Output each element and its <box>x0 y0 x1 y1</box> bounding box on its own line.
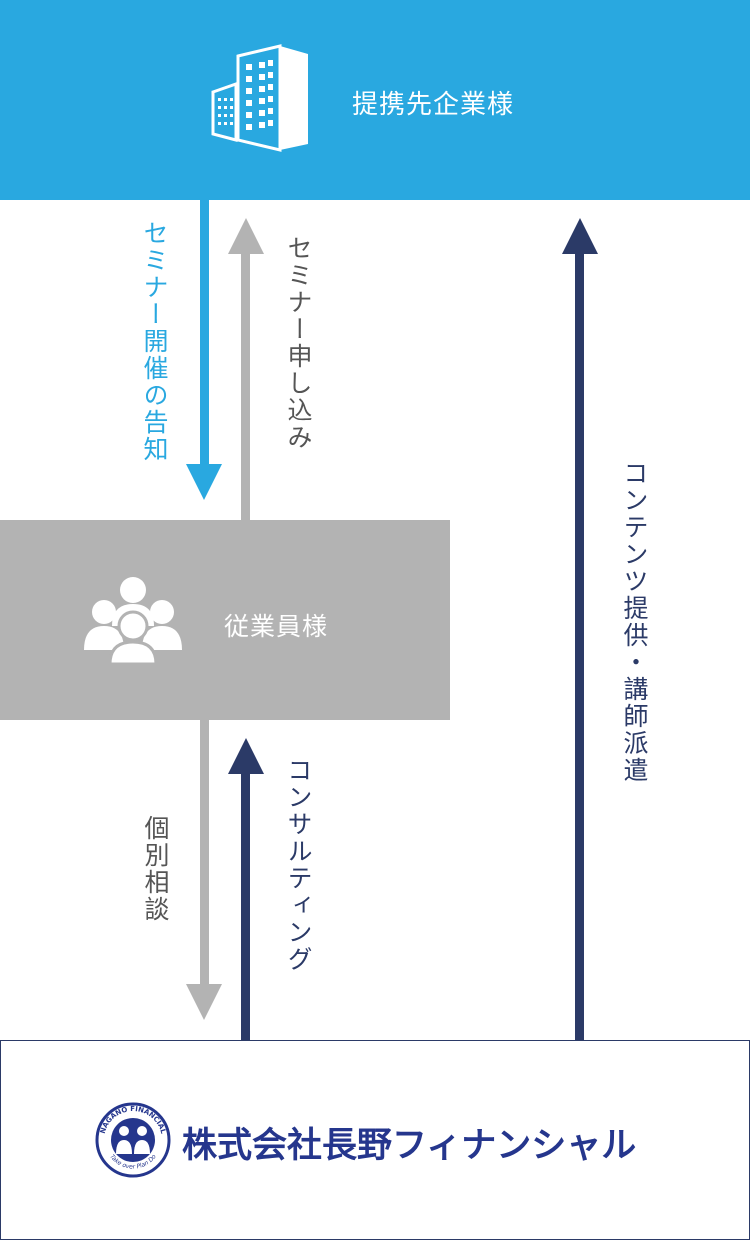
consulting-label: コンサルティング <box>284 757 313 973</box>
seminar-notice-label: セミナー開催の告知 <box>140 220 169 463</box>
employee-node <box>0 520 450 720</box>
building-icon <box>211 44 308 152</box>
consultation-label: 個別相談 <box>141 815 170 923</box>
seminar-apply-arrow <box>228 218 264 520</box>
people-icon <box>84 577 182 666</box>
content-dispatch-label: コンテンツ提供・講師派遣 <box>620 460 649 784</box>
partner-company-node <box>0 0 750 200</box>
seminar-notice-arrow <box>186 200 222 500</box>
consultation-arrow <box>186 720 222 1020</box>
company-logo: NAGANO FINANCIAL Take over Plan Do <box>95 1102 171 1178</box>
content-dispatch-arrow <box>562 218 598 1040</box>
consulting-arrow <box>228 738 264 1040</box>
employee-label: 従業員様 <box>224 612 329 641</box>
company-name: 株式会社長野フィナンシャル <box>182 1126 637 1166</box>
partner-company-label: 提携先企業様 <box>352 90 515 120</box>
seminar-apply-label: セミナー申し込み <box>284 235 313 451</box>
